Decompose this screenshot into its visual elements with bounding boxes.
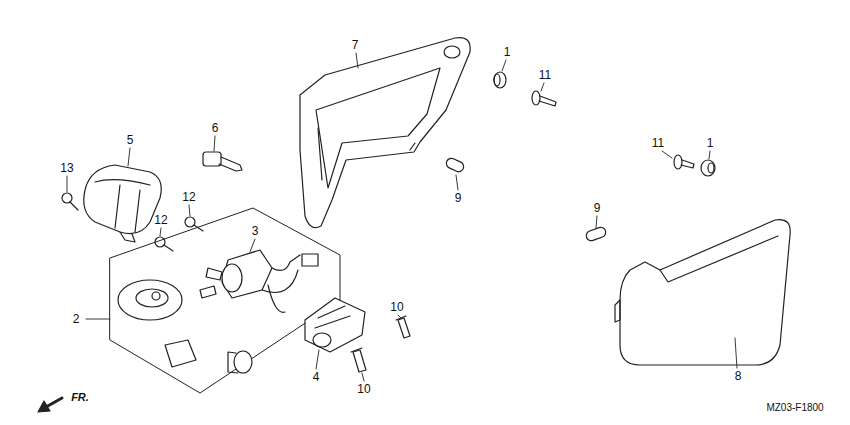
screw bbox=[351, 316, 410, 372]
diagram-code: MZ03-F1800 bbox=[765, 402, 824, 414]
callout-number: 8 bbox=[734, 369, 743, 383]
bolt bbox=[532, 91, 694, 169]
left-side-cover bbox=[300, 38, 470, 228]
callout-number: 1 bbox=[503, 45, 512, 59]
grommet bbox=[494, 72, 715, 176]
callout-number: 11 bbox=[651, 136, 665, 150]
callout-number: 13 bbox=[59, 161, 74, 175]
ignition-switch bbox=[200, 250, 318, 312]
callout-number: 5 bbox=[126, 133, 135, 147]
callout-number: 1 bbox=[706, 136, 715, 150]
callout-number: 10 bbox=[389, 300, 404, 314]
holder-cover bbox=[84, 165, 162, 242]
front-arrow bbox=[38, 398, 62, 412]
callout-number: 9 bbox=[454, 191, 463, 205]
switch-unit bbox=[305, 298, 365, 352]
callout-number: 6 bbox=[211, 121, 220, 135]
callout-number: 12 bbox=[153, 213, 168, 227]
callout-number: 3 bbox=[251, 224, 260, 238]
callout-number: 11 bbox=[538, 68, 552, 82]
leader-lines bbox=[67, 53, 737, 381]
callout-number: 10 bbox=[356, 382, 371, 396]
callout-number: 7 bbox=[351, 38, 360, 52]
lock-cap bbox=[118, 280, 182, 320]
lock-pieces bbox=[165, 340, 252, 373]
screw bbox=[62, 193, 78, 210]
set-bracket bbox=[110, 208, 340, 393]
grommet bbox=[445, 157, 607, 242]
callout-number: 9 bbox=[593, 201, 602, 215]
front-label: FR. bbox=[70, 391, 90, 404]
callout-number: 4 bbox=[312, 370, 321, 384]
right-side-cover bbox=[615, 220, 790, 365]
key bbox=[203, 152, 242, 171]
callout-number: 2 bbox=[72, 312, 81, 326]
callout-number: 12 bbox=[181, 190, 196, 204]
